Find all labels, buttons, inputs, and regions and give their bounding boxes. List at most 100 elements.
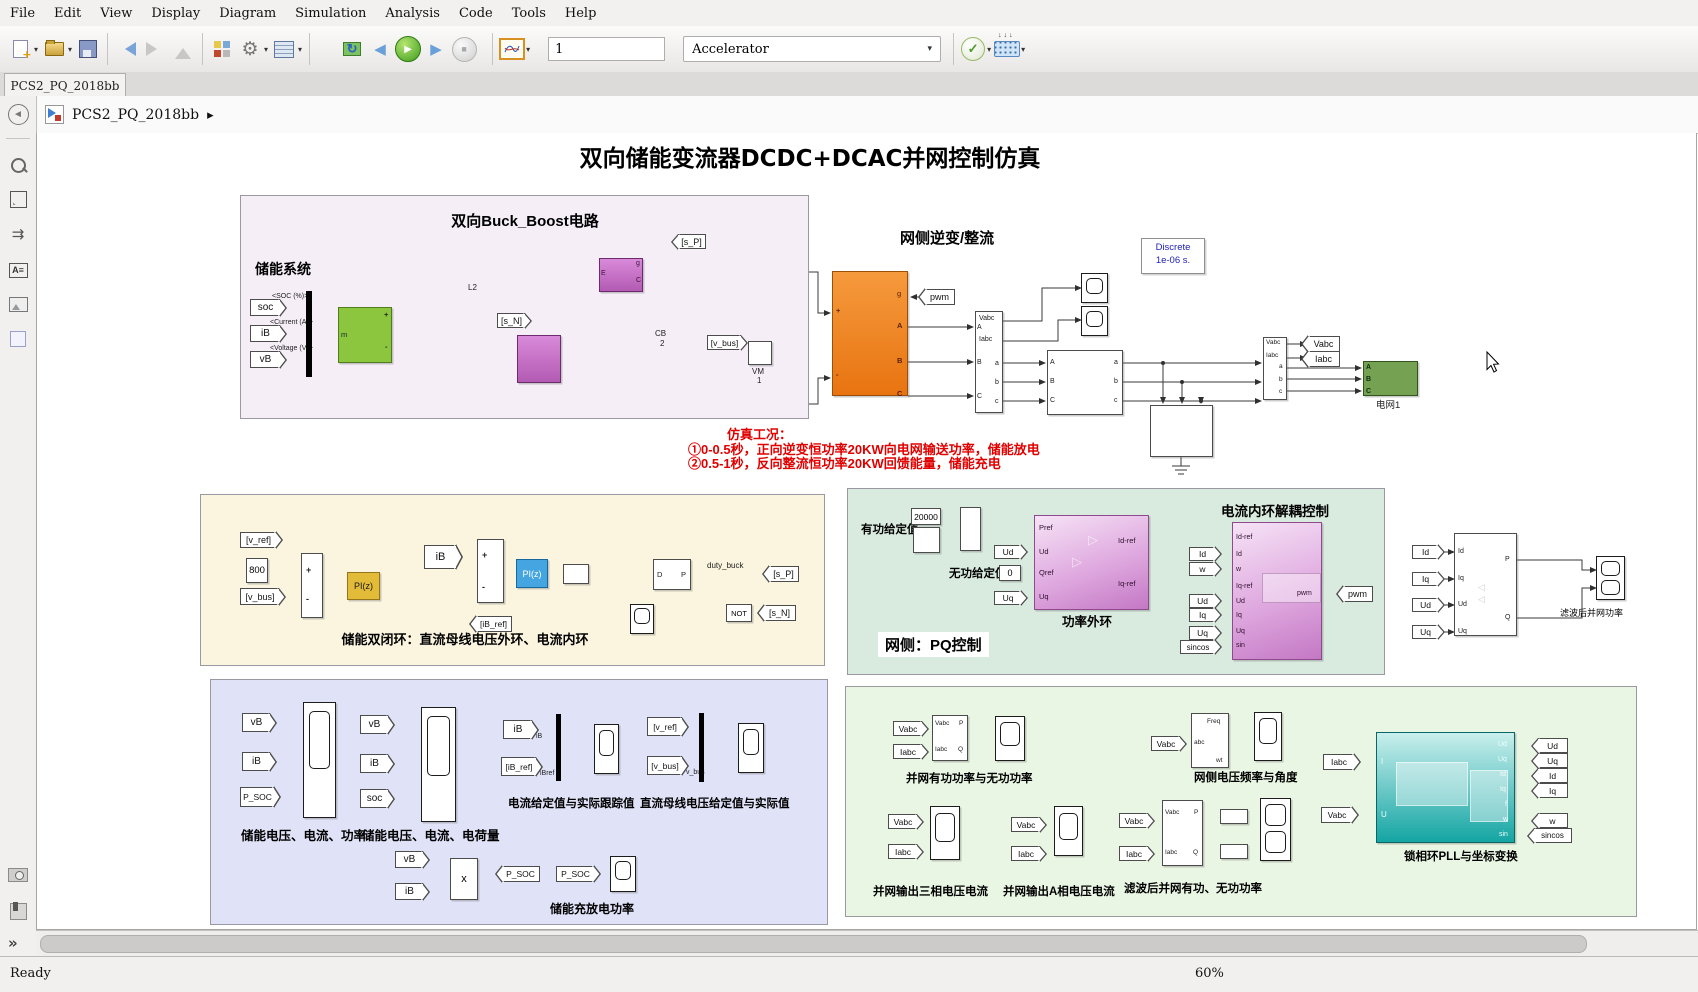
sum-current[interactable] [477, 539, 504, 603]
scope-freq[interactable] [1254, 712, 1282, 761]
from-Vabc-4[interactable]: Vabc [1011, 817, 1040, 832]
from-Iabc-4[interactable]: Iabc [1011, 846, 1040, 861]
goto-Vabc[interactable]: Vabc [1308, 336, 1340, 352]
menu-file[interactable]: File [10, 5, 36, 21]
from-sP[interactable]: [s_P] [678, 234, 706, 249]
scope-current-track[interactable] [594, 724, 619, 774]
menu-simulation[interactable]: Simulation [295, 5, 367, 21]
from-Uq-2[interactable]: Uq [1189, 626, 1215, 640]
pq-power-block-1[interactable] [932, 715, 968, 761]
from-iB-4[interactable]: iB [395, 883, 423, 900]
viewmarks-icon[interactable] [5, 898, 31, 924]
current-inner-loop-block[interactable] [1232, 522, 1322, 660]
battery-block[interactable] [338, 307, 392, 363]
from-Iabc-5[interactable]: Iabc [1119, 846, 1148, 861]
from-iB-2[interactable]: iB [360, 754, 388, 773]
from-Ud-2[interactable]: Ud [1189, 594, 1215, 608]
goto-Iabc[interactable]: Iabc [1308, 351, 1340, 367]
product-block[interactable] [960, 507, 981, 551]
mux-current[interactable] [556, 714, 561, 781]
from-iBref[interactable]: [iB_ref] [501, 757, 536, 776]
igbt2-block[interactable] [517, 335, 561, 383]
goto-vref[interactable]: [v_ref] [240, 532, 276, 548]
goto-sN[interactable]: [s_N] [764, 605, 796, 621]
model-advisor-icon[interactable]: ✓ [960, 35, 986, 63]
constant-20000[interactable]: 20000 [911, 508, 941, 525]
igbt1-block[interactable] [599, 258, 643, 292]
scope-grid-vi[interactable] [930, 806, 960, 860]
pacer-dropdown-icon[interactable]: ▾ [1021, 44, 1026, 54]
power-outer-loop-block[interactable] [1034, 515, 1149, 610]
menu-view[interactable]: View [100, 5, 133, 21]
step-forward-icon[interactable]: ▶ [430, 41, 442, 58]
zoom-icon[interactable] [5, 152, 31, 178]
pi-current-block[interactable]: PI(z) [516, 559, 548, 588]
scope-storage-charge[interactable] [421, 707, 456, 822]
rl-branch-block[interactable] [1047, 350, 1123, 415]
product-power-block[interactable]: x [450, 858, 478, 900]
scope-grid-pq[interactable] [995, 716, 1025, 761]
from-Iabc-3[interactable]: Iabc [888, 844, 917, 859]
from-Iq-1[interactable]: Iq [1189, 608, 1215, 622]
from-vB-2[interactable]: vB [360, 715, 388, 734]
from-sN[interactable]: [s_N] [497, 313, 525, 328]
pq-power-block-2[interactable] [1162, 800, 1203, 866]
forward-icon[interactable] [142, 35, 168, 63]
lc-filter-block[interactable] [1150, 405, 1213, 457]
from-iB-3[interactable]: iB [503, 720, 532, 739]
image-icon[interactable] [5, 291, 31, 317]
menu-analysis[interactable]: Analysis [385, 5, 440, 21]
from-pwm[interactable]: pwm [925, 289, 955, 305]
goto-iB[interactable]: iB [250, 325, 280, 342]
menu-help[interactable]: Help [564, 5, 597, 21]
from-vB-3[interactable]: vB [395, 851, 423, 868]
scope-duty[interactable] [630, 604, 654, 634]
from-Vabc-pll[interactable]: Vabc [1321, 807, 1352, 823]
annotation-icon[interactable]: A≡ [5, 257, 31, 283]
step-back-icon[interactable]: ◀ [374, 41, 386, 58]
from-Uq-1[interactable]: Uq [994, 591, 1021, 605]
run-icon[interactable]: ▶ [395, 35, 422, 63]
model-tab[interactable]: PCS2_PQ_2018bb [4, 73, 126, 97]
lowpass-filter-1[interactable] [1220, 809, 1248, 824]
from-Vabc-5[interactable]: Vabc [1119, 813, 1148, 828]
menu-edit[interactable]: Edit [54, 5, 82, 21]
menu-display[interactable]: Display [151, 5, 201, 21]
scope-dropdown-icon[interactable]: ▾ [526, 44, 531, 54]
screenshot-icon[interactable] [5, 862, 31, 888]
back-icon[interactable] [114, 35, 140, 63]
pq-calc-block[interactable] [1454, 533, 1517, 636]
menu-code[interactable]: Code [458, 5, 493, 21]
from-Ud-1[interactable]: Ud [994, 545, 1021, 559]
fit-to-view-icon[interactable] [5, 186, 31, 212]
from-vbus-2[interactable]: [v_bus] [647, 756, 682, 775]
goto-w[interactable]: w [1538, 813, 1568, 828]
mux-voltage[interactable] [699, 713, 704, 782]
bus-selector[interactable] [306, 291, 312, 377]
goto-soc[interactable]: soc [250, 299, 280, 316]
from-Ud-3[interactable]: Ud [1412, 598, 1438, 612]
palette-expand[interactable]: » [8, 934, 18, 952]
stop-icon[interactable]: ■ [451, 35, 477, 63]
scope-charge-power[interactable] [610, 856, 636, 892]
vi-measurement2-block[interactable] [1263, 337, 1287, 400]
scope-voltage-track[interactable] [738, 723, 764, 773]
from-PSOC-2[interactable]: P_SOC [556, 866, 594, 882]
up-icon[interactable] [170, 35, 196, 63]
model-config-icon[interactable] [271, 35, 297, 63]
from-iB[interactable]: iB [424, 545, 456, 569]
goto-iBref[interactable]: [iB_ref] [476, 616, 512, 632]
lowpass-filter-2[interactable] [1220, 844, 1248, 859]
library-browser-icon[interactable] [209, 35, 235, 63]
goto-vbus[interactable]: [v_bus] [707, 335, 741, 350]
new-model-icon[interactable]: + [7, 35, 33, 63]
grid-source-block[interactable] [1363, 361, 1418, 396]
dp-block[interactable] [653, 559, 691, 590]
from-vref[interactable]: [v_ref] [647, 717, 682, 736]
goto-sP[interactable]: [s_P] [769, 566, 799, 582]
sim-time-input[interactable] [548, 37, 666, 61]
freq-block[interactable] [1191, 713, 1229, 768]
new-model-dropdown-icon[interactable]: ▾ [34, 44, 39, 54]
from-Iabc-1[interactable]: Iabc [893, 744, 922, 759]
